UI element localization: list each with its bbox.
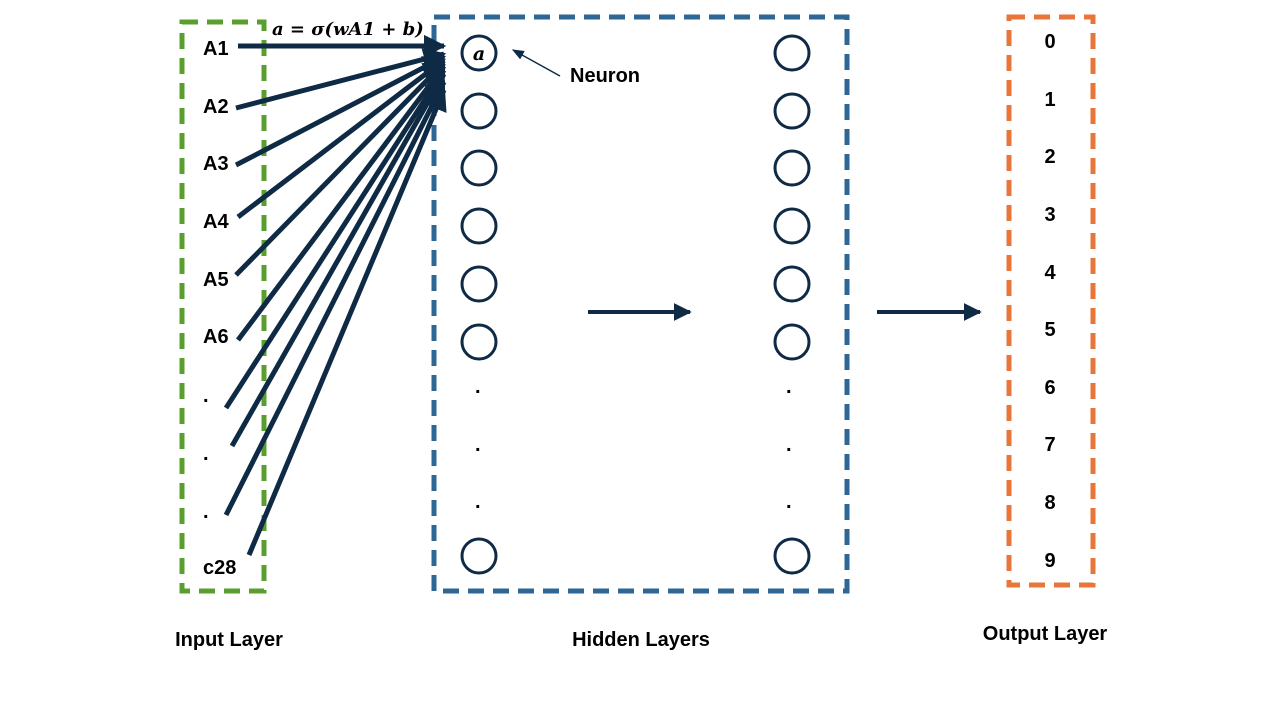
connection-arrow — [234, 61, 446, 277]
input-label: . — [203, 385, 209, 407]
ellipsis-dot: . — [475, 491, 481, 513]
input-label: A5 — [203, 269, 229, 291]
ellipsis-dot: . — [786, 491, 792, 513]
ellipsis-dot: . — [475, 376, 481, 398]
input-connections — [223, 34, 447, 556]
output-labels: 0 1 2 3 4 5 6 7 8 9 — [1044, 31, 1056, 572]
input-label: . — [203, 443, 209, 465]
neuron-callout-arrow — [511, 49, 561, 77]
ellipsis-dot: . — [786, 376, 792, 398]
output-label: 1 — [1044, 89, 1055, 111]
neuron — [773, 207, 811, 245]
input-label: A6 — [203, 326, 229, 348]
output-label: 2 — [1044, 146, 1055, 168]
output-label: 6 — [1044, 377, 1055, 399]
neuron — [460, 207, 498, 245]
hidden-layers-title: Hidden Layers — [572, 629, 710, 651]
input-label: . — [203, 501, 209, 523]
output-label: 8 — [1044, 492, 1055, 514]
input-label: c28 — [203, 557, 236, 579]
hidden-neurons: . . . . . . a — [460, 34, 811, 575]
connection-arrow — [223, 79, 447, 517]
input-label: A2 — [203, 96, 229, 118]
input-label: A3 — [203, 153, 229, 175]
neuron — [773, 323, 811, 361]
output-label: 9 — [1044, 550, 1055, 572]
connection-arrow — [234, 54, 446, 168]
neuron — [773, 265, 811, 303]
connection-arrow — [235, 48, 447, 111]
connection-arrow — [236, 58, 446, 219]
input-layer-box — [179, 19, 267, 594]
ellipsis-dot: . — [475, 434, 481, 456]
activation-formula: a = σ(wA1 + b) — [272, 19, 424, 40]
output-label: 5 — [1044, 319, 1055, 341]
neuron-symbol: a — [473, 43, 485, 65]
neuron-callout-label: Neuron — [570, 65, 640, 87]
input-label: A1 — [203, 38, 229, 60]
hidden-layers-box — [431, 14, 850, 594]
neuron — [773, 92, 811, 130]
hidden-column-2: . . . — [773, 34, 811, 575]
neuron — [460, 34, 498, 72]
neuron — [460, 265, 498, 303]
input-label: A4 — [203, 211, 229, 233]
hidden-column-1: . . . — [460, 34, 498, 575]
neuron — [460, 149, 498, 187]
output-label: 7 — [1044, 434, 1055, 456]
neuron — [773, 149, 811, 187]
connection-arrow — [246, 87, 447, 556]
input-labels: A1 A2 A3 A4 A5 A6 . . . c28 — [203, 38, 236, 579]
output-label: 4 — [1044, 262, 1056, 284]
neuron — [773, 34, 811, 72]
neuron — [460, 537, 498, 575]
output-layer-title: Output Layer — [983, 623, 1108, 645]
connection-arrow — [229, 72, 447, 448]
output-label: 3 — [1044, 204, 1055, 226]
ellipsis-dot: . — [786, 434, 792, 456]
neuron — [460, 92, 498, 130]
input-layer-title: Input Layer — [175, 629, 283, 651]
connection-arrow — [236, 64, 446, 342]
neuron — [773, 537, 811, 575]
connection-arrow — [223, 68, 447, 410]
output-label: 0 — [1044, 31, 1055, 53]
neuron — [460, 323, 498, 361]
